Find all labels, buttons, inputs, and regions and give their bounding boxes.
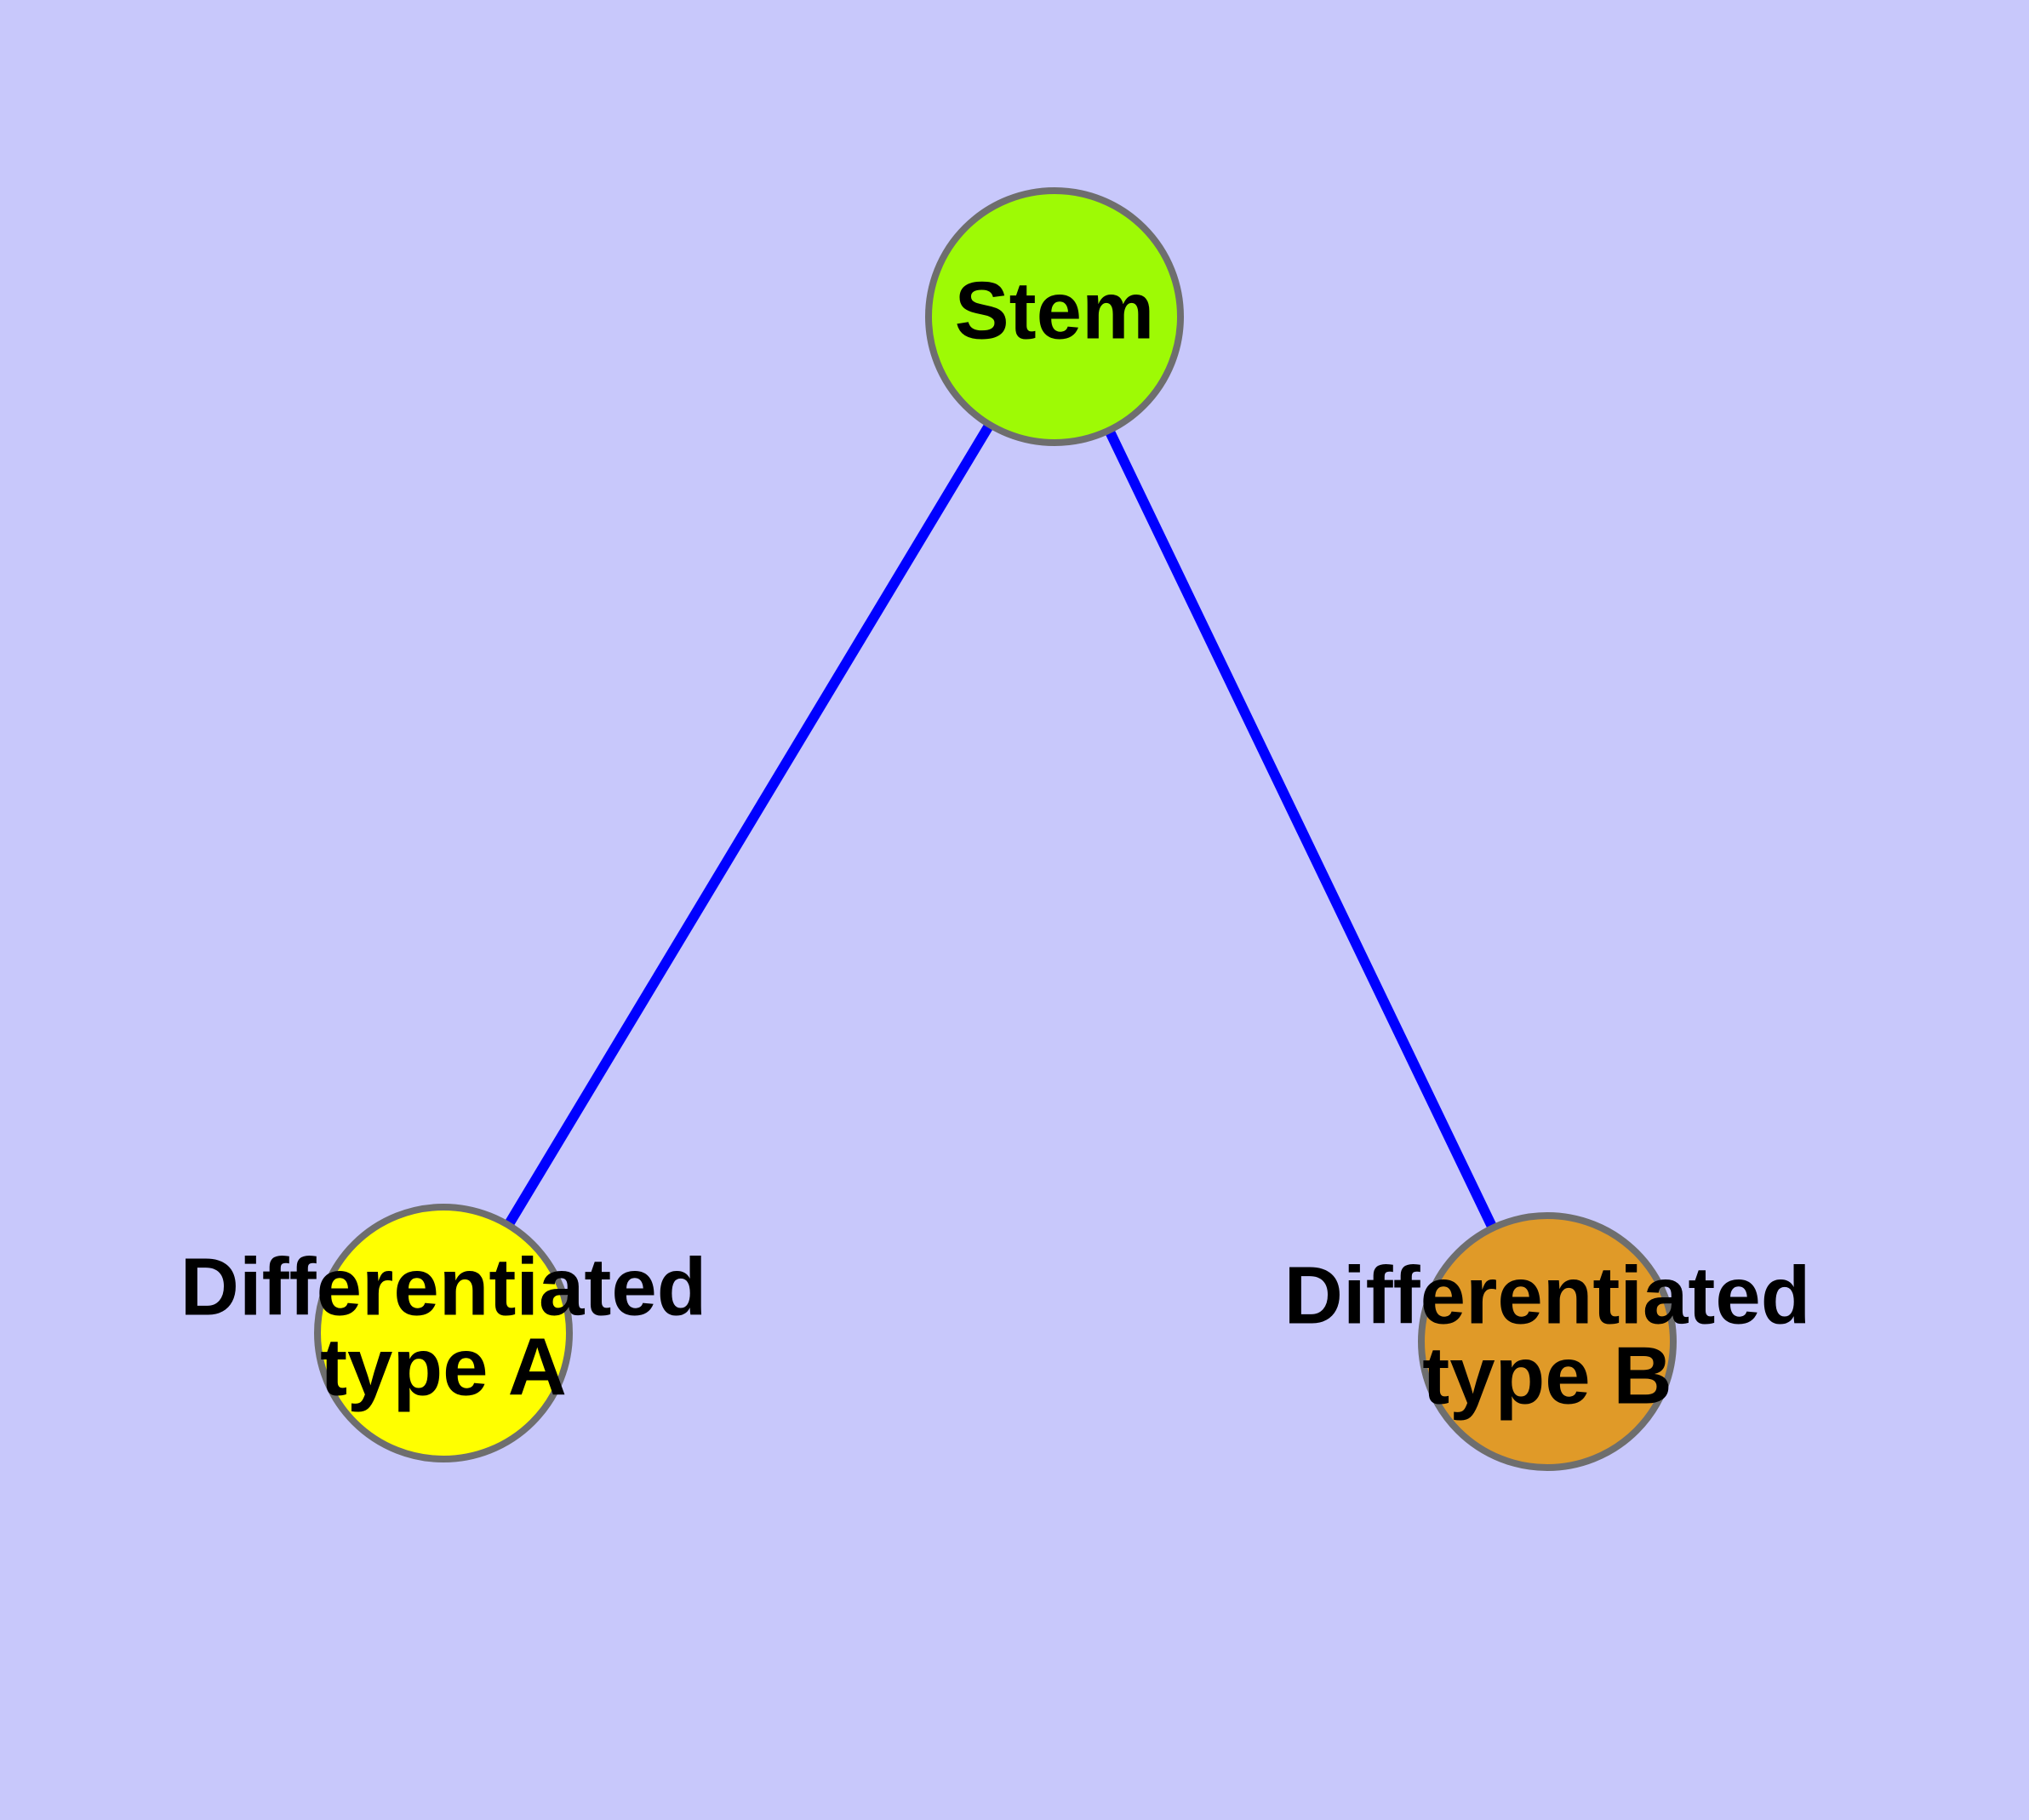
graph-node[interactable] [314,1204,573,1462]
node-label: Differentiated [1284,1250,1811,1341]
edges-layer [505,423,1497,1229]
node-label: Stem [955,265,1155,356]
node-circle[interactable] [314,1204,573,1462]
graph-edge [1105,429,1497,1229]
node-label: type A [320,1321,567,1412]
graph-edge [505,423,993,1227]
graph-node[interactable] [925,187,1184,446]
node-circle[interactable] [925,187,1184,446]
graph-node[interactable] [1418,1212,1677,1471]
node-label-group: Stem [955,265,1155,356]
node-circle[interactable] [1418,1212,1677,1471]
node-label: type B [1422,1330,1672,1421]
node-label: Differentiated [180,1241,707,1332]
